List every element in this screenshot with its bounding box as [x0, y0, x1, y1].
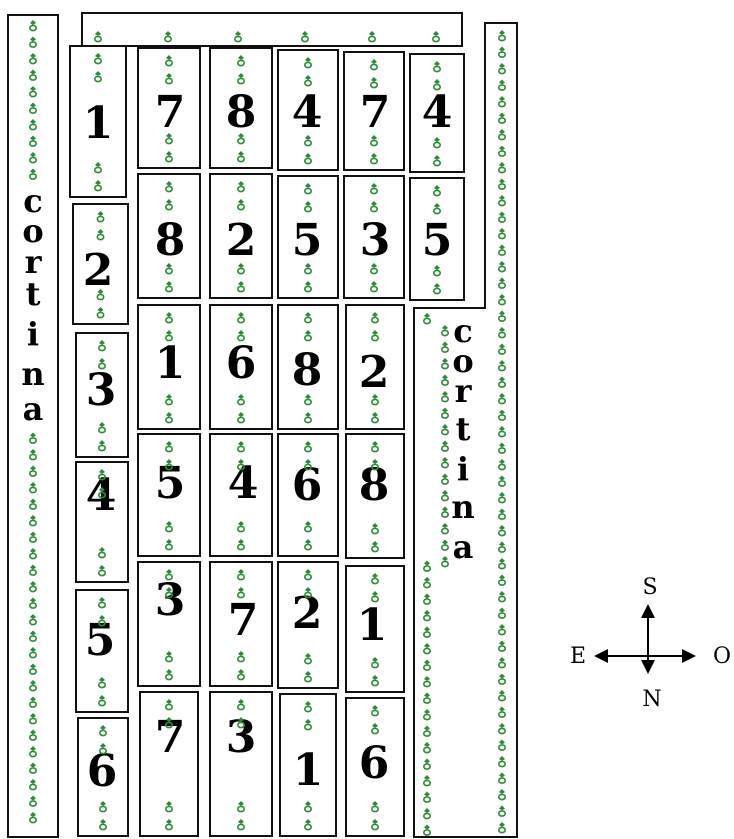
plot-number: 6: [359, 738, 390, 789]
plot-column-4: 4 5 8 6 2 1: [277, 49, 339, 837]
plot-number: 2: [359, 347, 390, 398]
plot-number: 6: [87, 746, 118, 797]
plot-number: 6: [292, 460, 323, 511]
compass-west-label: O: [713, 644, 731, 669]
plot-bed: [277, 175, 339, 299]
plot-bed: [137, 433, 201, 557]
plot-column-5: 7 3 2 8 1 6: [343, 51, 405, 837]
plot-number: 4: [86, 470, 117, 521]
curtain-right-letter: n: [451, 488, 474, 526]
plot-number: 7: [228, 595, 259, 646]
plot-bed: [277, 561, 339, 689]
plot-number: 3: [86, 365, 117, 416]
curtain-right-letter: t: [456, 410, 471, 448]
compass-east-label: E: [570, 644, 586, 669]
curtain-right-letter: o: [452, 342, 473, 380]
plot-bed: [345, 565, 405, 693]
plot-number: 5: [292, 215, 323, 266]
plot-bed: [345, 433, 405, 559]
curtain-left-letter: i: [27, 315, 39, 353]
plot-bed: [209, 173, 273, 299]
plot-number: 4: [422, 87, 453, 138]
plot-number: 1: [293, 745, 324, 796]
plot-number: 5: [155, 458, 186, 509]
plot-number: 6: [226, 338, 257, 389]
plot-bed: [209, 433, 273, 557]
curtain-left-letter: a: [23, 390, 44, 428]
plot-bed: [343, 51, 405, 171]
plot-bed: [409, 53, 465, 173]
plot-number: 8: [226, 87, 257, 138]
curtain-right-letter: r: [455, 372, 473, 410]
plot-number: 3: [155, 575, 186, 626]
plot-column-3: 8 2 6 4 7 3: [209, 47, 273, 837]
plot-number: 4: [228, 458, 259, 509]
plot-number: 1: [357, 600, 388, 651]
plot-number: 2: [292, 588, 323, 639]
plot-bed: [137, 561, 201, 687]
plot-bed: [209, 47, 273, 169]
plot-number: 1: [83, 98, 114, 149]
curtain-left-letter: c: [23, 182, 42, 220]
plot-number: 8: [292, 345, 323, 396]
plot-column-2: 7 8 1 5 3 7: [137, 47, 201, 837]
arrow-left-icon: [594, 649, 608, 663]
plot-number: 8: [359, 460, 390, 511]
plot-bed: [345, 697, 405, 837]
compass-north-label: N: [642, 687, 661, 712]
plot-number: 5: [85, 615, 116, 666]
plot-number: 1: [155, 338, 186, 389]
plot-number: 7: [360, 87, 391, 138]
plot-bed: [277, 304, 339, 430]
curtain-left-letter: t: [26, 275, 41, 313]
curtain-left-letter: o: [22, 212, 43, 250]
plot-column-6: 4 5: [409, 53, 465, 301]
plot-bed: [75, 461, 129, 583]
plot-number: 8: [155, 215, 186, 266]
curtain-left-letter: r: [25, 243, 43, 281]
plot-bed: [343, 175, 405, 299]
compass: S N E O: [570, 575, 731, 712]
plot-number: 5: [422, 215, 453, 266]
curtain-right-border: [413, 22, 518, 838]
plot-bed: [209, 304, 273, 430]
plot-number: 2: [83, 245, 114, 296]
plot-bed: [277, 49, 339, 171]
plot-column-1: 1 2 3 4 5 6: [69, 45, 129, 837]
plot-bed: [209, 561, 273, 687]
plot-bed: [77, 717, 129, 837]
curtain-right-letter: c: [453, 312, 472, 350]
arrow-right-icon: [682, 649, 696, 663]
arrow-up-icon: [641, 604, 655, 618]
plot-bed: [345, 304, 405, 430]
plot-bed: [209, 691, 273, 837]
plot-bed: [137, 173, 201, 299]
plot-bed: [72, 203, 129, 325]
compass-south-label: S: [642, 575, 657, 600]
curtain-left-letter: n: [21, 355, 44, 393]
plot-bed: [409, 177, 465, 301]
plot-number: 3: [360, 215, 391, 266]
curtain-right-letter: a: [453, 528, 474, 566]
plot-bed: [75, 332, 129, 458]
plot-bed: [137, 304, 201, 430]
top-border-strip: [81, 12, 463, 47]
plot-number: 7: [155, 87, 186, 138]
arrow-down-icon: [641, 660, 655, 674]
plot-bed: [277, 433, 339, 557]
curtain-right-letter: i: [457, 450, 469, 488]
curtain-right-label: c o r t i n a: [451, 312, 474, 566]
plot-bed: [75, 589, 129, 713]
plot-number: 4: [292, 87, 323, 138]
plot-number: 2: [226, 215, 257, 266]
plot-bed: [137, 47, 201, 169]
curtain-left-label: c o r t i n a: [21, 182, 44, 428]
